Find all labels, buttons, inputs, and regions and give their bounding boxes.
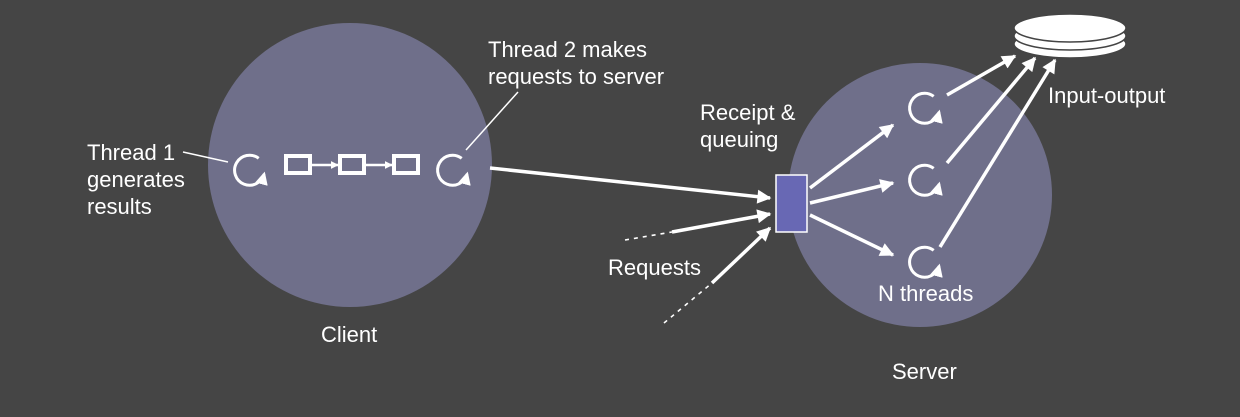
disk-icon <box>1013 13 1127 59</box>
input-output-label: Input-output <box>1048 83 1165 108</box>
request-arrow <box>663 282 713 324</box>
request-arrow <box>671 209 772 234</box>
dispatch-arrow <box>808 123 895 190</box>
dispatch-arrow <box>809 179 895 205</box>
receipt-label: Receipt &queuing <box>700 100 796 152</box>
buffer-box-icon <box>392 154 420 175</box>
request-arrow <box>710 226 772 285</box>
circular-arrow-icon <box>233 153 268 187</box>
circular-arrow-icon <box>908 163 943 197</box>
client-circle <box>208 23 492 307</box>
buffer-chain <box>284 154 420 175</box>
request-arrow <box>624 231 673 241</box>
io-arrow <box>938 58 1057 248</box>
dispatch-arrow <box>809 213 895 257</box>
circular-arrow-icon <box>436 153 471 187</box>
thread1-leader <box>182 151 229 163</box>
thread2-leader <box>465 91 519 151</box>
circular-arrow-icon <box>908 91 943 125</box>
queue-box <box>775 174 808 233</box>
main-request-arrow <box>489 166 772 204</box>
requests-label: Requests <box>608 255 701 280</box>
io-arrow <box>946 54 1017 97</box>
client-label: Client <box>321 322 377 347</box>
io-arrow <box>945 56 1037 165</box>
server-label: Server <box>892 359 957 384</box>
circular-arrow-icon <box>908 245 943 279</box>
n-threads-label: N threads <box>878 281 973 306</box>
